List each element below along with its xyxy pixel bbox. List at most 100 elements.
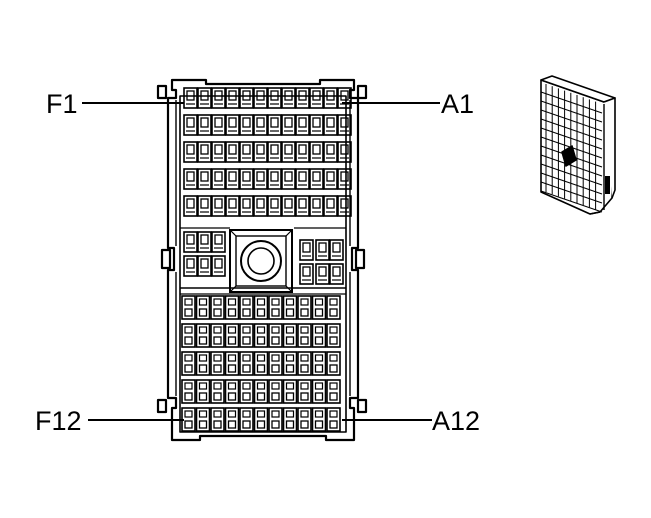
terminal-cavity bbox=[326, 295, 341, 320]
terminal-cavity bbox=[299, 263, 314, 285]
terminal-cavity bbox=[268, 351, 283, 376]
terminal-cavity bbox=[329, 239, 344, 261]
terminal-cavity bbox=[281, 195, 296, 217]
terminal-cavity bbox=[281, 168, 296, 190]
terminal-cavity bbox=[323, 114, 338, 136]
terminal-cavity bbox=[323, 141, 338, 163]
terminal-cavity bbox=[211, 168, 226, 190]
terminal-cavity bbox=[311, 323, 327, 348]
terminal-cavity bbox=[210, 379, 225, 404]
terminal-cavity bbox=[281, 114, 296, 136]
terminal-cavity bbox=[315, 263, 330, 285]
terminal-cavity bbox=[337, 168, 352, 190]
terminal-cavity bbox=[195, 407, 211, 432]
terminal-cavity bbox=[210, 295, 225, 320]
terminal-cavity bbox=[295, 87, 310, 109]
iso-center-mark bbox=[561, 145, 577, 167]
iso-cavity-grid bbox=[540, 84, 603, 213]
terminal-cavity bbox=[323, 195, 338, 217]
terminal-cavity bbox=[225, 195, 240, 217]
terminal-cavity bbox=[253, 141, 268, 163]
terminal-cavity bbox=[295, 195, 310, 217]
terminal-cavity bbox=[239, 168, 254, 190]
terminal-cavity bbox=[210, 407, 225, 432]
terminal-cavity bbox=[253, 351, 269, 376]
terminal-cavity bbox=[311, 351, 327, 376]
pin-label-f12: F12 bbox=[35, 406, 82, 436]
terminal-cavity bbox=[211, 231, 226, 253]
terminal-cavity bbox=[309, 114, 324, 136]
terminal-cavity bbox=[210, 351, 225, 376]
upper-terminal-grid bbox=[183, 87, 352, 217]
terminal-cavity bbox=[183, 87, 198, 109]
terminal-cavity bbox=[211, 195, 226, 217]
terminal-cavity bbox=[225, 114, 240, 136]
terminal-cavity bbox=[282, 323, 298, 348]
terminal-cavity bbox=[326, 323, 341, 348]
terminal-cavity bbox=[326, 351, 341, 376]
terminal-cavity bbox=[253, 323, 269, 348]
terminal-cavity bbox=[337, 195, 352, 217]
pin-label-a1: A1 bbox=[441, 89, 474, 119]
terminal-cavity bbox=[224, 323, 240, 348]
terminal-cavity bbox=[225, 87, 240, 109]
connector-face bbox=[156, 78, 368, 442]
terminal-cavity bbox=[224, 295, 240, 320]
connector-inner-outline bbox=[179, 95, 347, 433]
pin-label-f1: F1 bbox=[46, 89, 78, 119]
terminal-cavity bbox=[239, 323, 254, 348]
terminal-cavity bbox=[183, 141, 198, 163]
terminal-cavity bbox=[309, 87, 324, 109]
terminal-cavity bbox=[253, 295, 269, 320]
terminal-cavity bbox=[267, 141, 282, 163]
terminal-cavity bbox=[268, 407, 283, 432]
terminal-cavity bbox=[197, 255, 212, 277]
middle-terminal-cavities bbox=[183, 231, 344, 285]
terminal-cavity bbox=[309, 168, 324, 190]
terminal-cavity bbox=[197, 195, 212, 217]
terminal-cavity bbox=[281, 87, 296, 109]
terminal-cavity bbox=[181, 351, 196, 376]
terminal-cavity bbox=[295, 168, 310, 190]
terminal-cavity bbox=[224, 379, 240, 404]
terminal-cavity bbox=[183, 255, 198, 277]
terminal-cavity bbox=[323, 168, 338, 190]
terminal-cavity bbox=[253, 407, 269, 432]
terminal-cavity bbox=[211, 141, 226, 163]
terminal-cavity bbox=[309, 195, 324, 217]
terminal-cavity bbox=[224, 351, 240, 376]
terminal-cavity bbox=[195, 379, 211, 404]
terminal-cavity bbox=[326, 379, 341, 404]
terminal-cavity bbox=[210, 323, 225, 348]
right-latch bbox=[354, 248, 366, 270]
terminal-cavity bbox=[311, 407, 327, 432]
terminal-cavity bbox=[183, 195, 198, 217]
terminal-cavity bbox=[239, 141, 254, 163]
terminal-cavity bbox=[267, 168, 282, 190]
terminal-cavity bbox=[326, 407, 341, 432]
terminal-cavity bbox=[211, 114, 226, 136]
terminal-cavity bbox=[309, 141, 324, 163]
connector-isometric-view bbox=[540, 75, 616, 215]
terminal-cavity bbox=[315, 239, 330, 261]
terminal-cavity bbox=[282, 379, 298, 404]
terminal-cavity bbox=[337, 114, 352, 136]
terminal-cavity bbox=[282, 407, 298, 432]
terminal-cavity bbox=[239, 195, 254, 217]
terminal-cavity bbox=[239, 379, 254, 404]
terminal-cavity bbox=[239, 295, 254, 320]
terminal-cavity bbox=[183, 114, 198, 136]
terminal-cavity bbox=[211, 87, 226, 109]
terminal-cavity bbox=[297, 379, 312, 404]
terminal-cavity bbox=[297, 323, 312, 348]
terminal-cavity bbox=[299, 239, 314, 261]
terminal-cavity bbox=[239, 87, 254, 109]
terminal-cavity bbox=[195, 295, 211, 320]
terminal-cavity bbox=[211, 255, 226, 277]
terminal-cavity bbox=[181, 379, 196, 404]
terminal-cavity bbox=[268, 379, 283, 404]
terminal-cavity bbox=[337, 141, 352, 163]
terminal-cavity bbox=[268, 295, 283, 320]
terminal-cavity bbox=[282, 351, 298, 376]
